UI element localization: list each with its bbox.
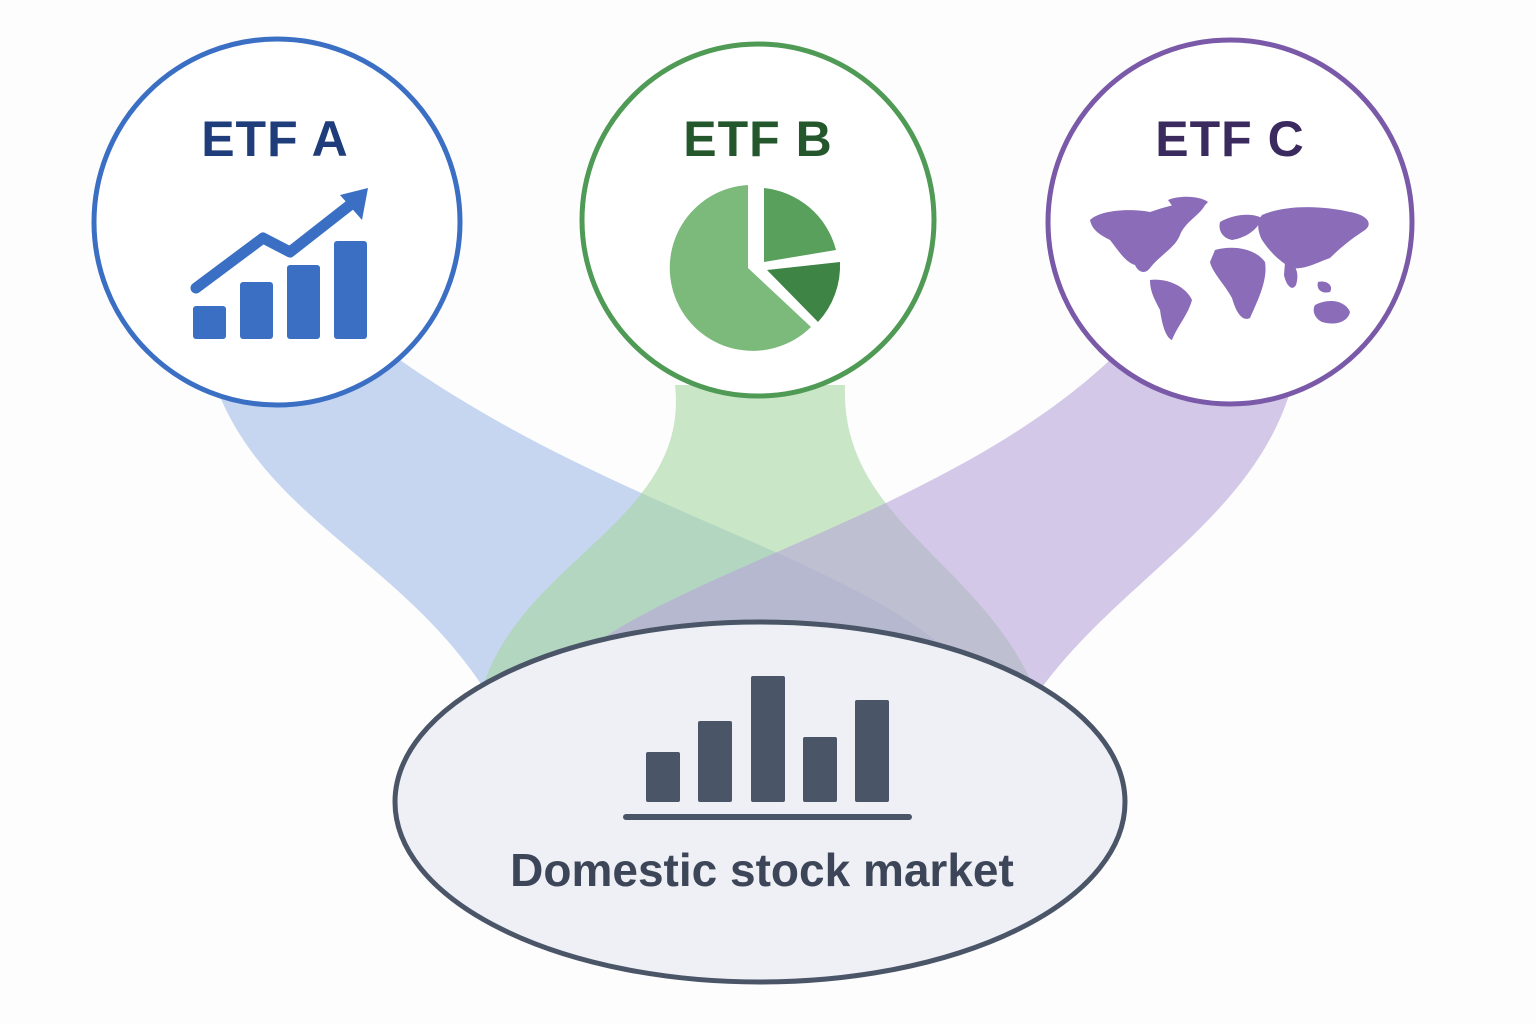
flow-bands bbox=[218, 360, 1290, 690]
growth-chart-icon bbox=[190, 188, 368, 339]
node-etf-b[interactable]: ETF B bbox=[579, 41, 937, 399]
bar-chart-icon bbox=[623, 676, 912, 820]
etf-b-label: ETF B bbox=[683, 111, 832, 167]
node-domestic-market[interactable]: Domestic stock market bbox=[392, 619, 1128, 985]
etf-a-label: ETF A bbox=[201, 111, 349, 167]
node-etf-c[interactable]: ETF C bbox=[1045, 37, 1415, 407]
pie-chart-icon bbox=[669, 185, 841, 351]
flow-band-etf-c bbox=[600, 360, 1290, 690]
node-etf-a[interactable]: ETF A bbox=[91, 36, 463, 408]
etf-c-label: ETF C bbox=[1155, 111, 1304, 167]
etf-b-circle bbox=[579, 41, 937, 399]
world-map-icon bbox=[1090, 196, 1369, 340]
market-label: Domestic stock market bbox=[510, 844, 1014, 896]
etf-a-circle bbox=[91, 36, 463, 408]
